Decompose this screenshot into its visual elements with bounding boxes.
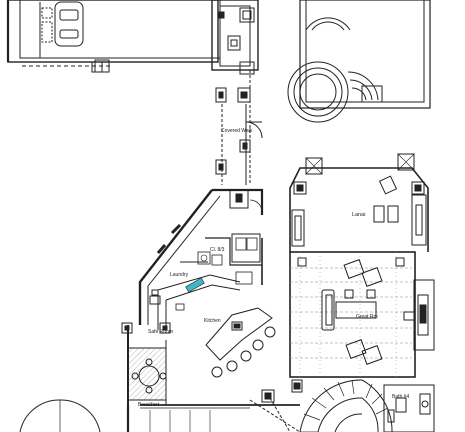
garage: [6, 0, 221, 73]
label-breakfast: Breakfast: [138, 402, 160, 408]
label-great-rm: Great Rm: [356, 314, 378, 320]
great-room: [289, 251, 435, 378]
car-icon: [54, 1, 84, 47]
bath-4: [383, 384, 435, 432]
label-kitchen: Kitchen: [204, 318, 221, 324]
label-bath: Bath #4: [392, 394, 409, 400]
house-walls: [126, 188, 300, 432]
pool: [287, 0, 431, 123]
label-closet: Cl. 8/3: [210, 247, 225, 253]
utility-block: [211, 0, 259, 103]
covered-walk: [215, 70, 263, 185]
entry-arcs: [19, 399, 101, 432]
kitchen-island: [205, 307, 276, 378]
label-lanai: Lanai: [352, 212, 365, 218]
spiral-staircase: [291, 379, 393, 432]
sink-icon: [185, 277, 205, 293]
bottom-gallery: [149, 389, 301, 432]
kitchen-counters: [149, 274, 241, 330]
label-laundry: Laundry: [170, 272, 189, 278]
breakfast-area: [121, 322, 171, 405]
label-safe-room: Safe Room: [148, 329, 173, 335]
lanai: [289, 153, 429, 252]
label-covered-walk: Covered Walk: [221, 128, 253, 134]
range-icon: [175, 303, 185, 311]
